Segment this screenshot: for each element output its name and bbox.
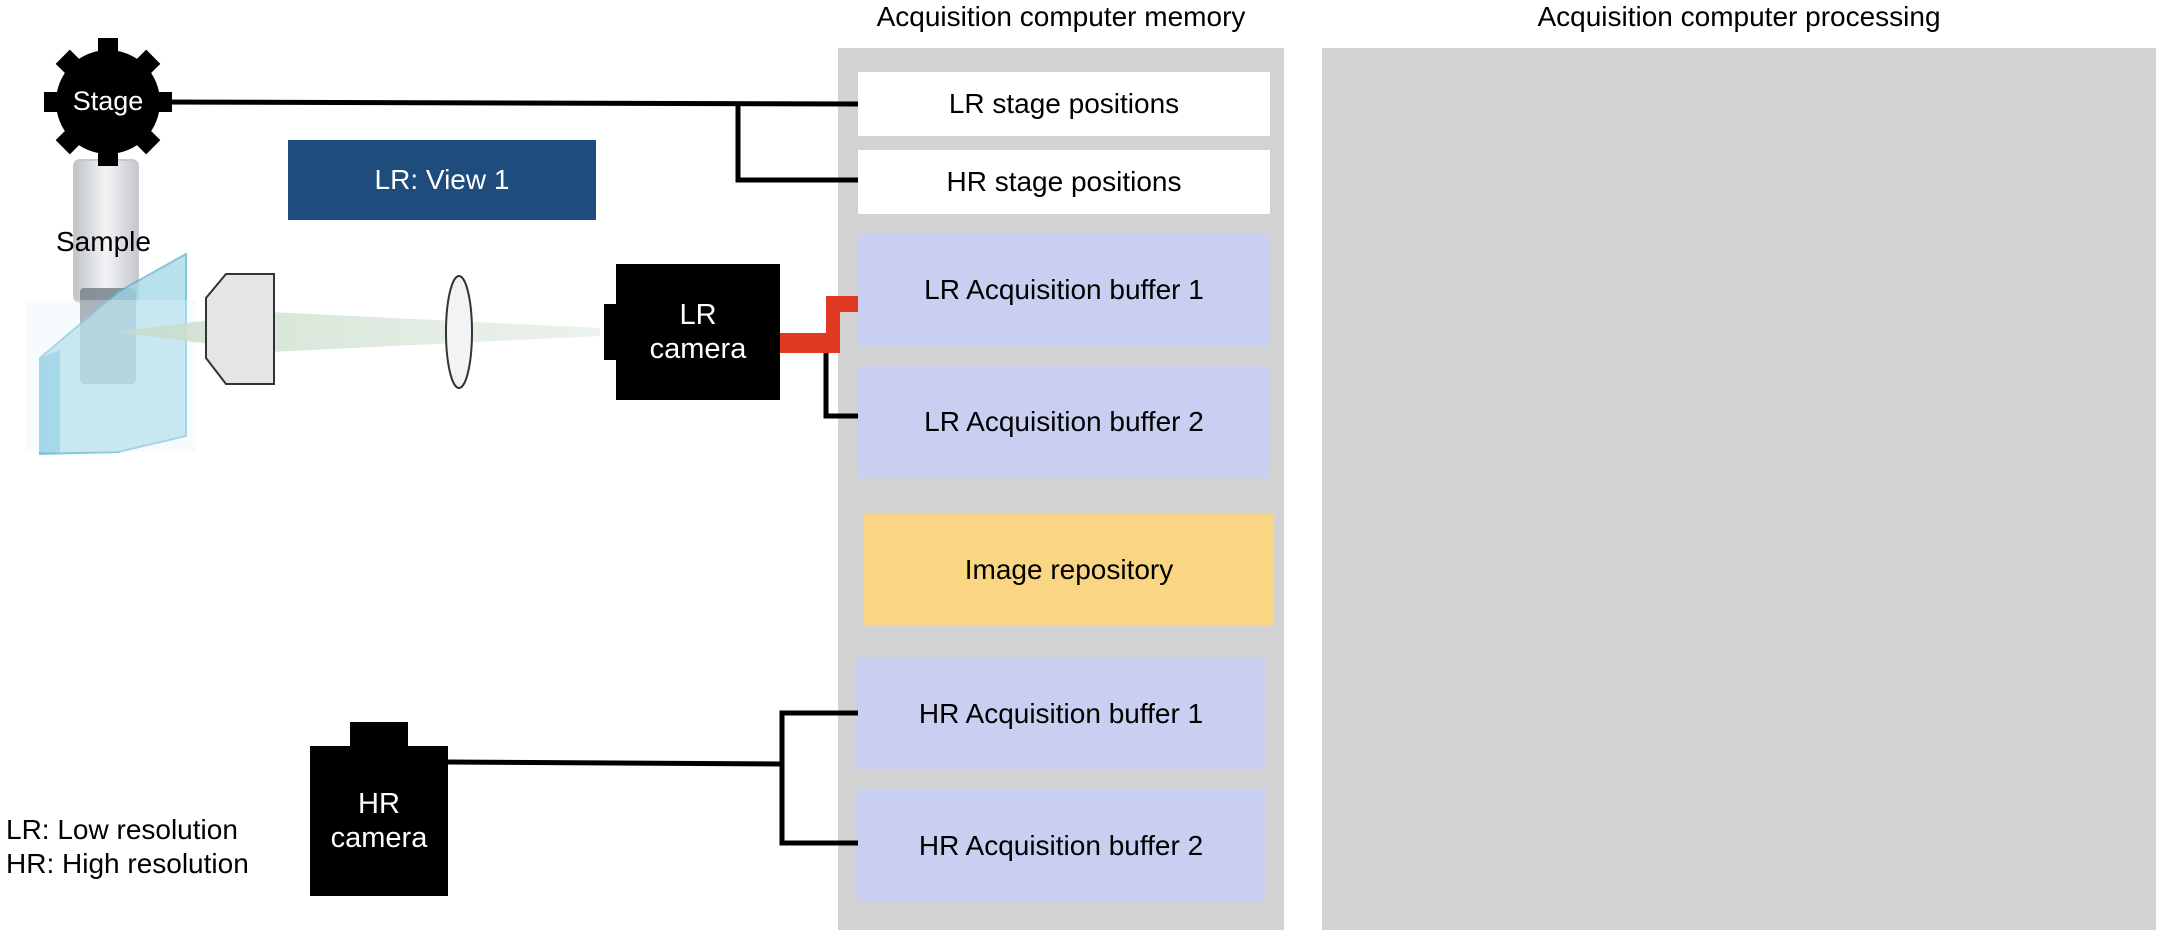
processing-panel <box>1322 48 2156 930</box>
lr-camera: LR camera <box>616 264 780 400</box>
stage-wires <box>149 99 859 183</box>
lr-acquisition-buffer-2: LR Acquisition buffer 2 <box>858 366 1270 478</box>
hr-camera-tab <box>350 722 408 748</box>
lr-view-badge: LR: View 1 <box>288 140 596 220</box>
lr-camera-wire-to-buffer-2 <box>823 345 858 419</box>
memory-column-title: Acquisition computer memory <box>876 1 1246 32</box>
lr-acquisition-buffer-1: LR Acquisition buffer 1 <box>858 234 1270 346</box>
sample-cuvette-icon <box>26 159 196 456</box>
hr-buffer-1-label: HR Acquisition buffer 1 <box>918 698 1204 729</box>
hr-buffer-2-label: HR Acquisition buffer 2 <box>918 830 1204 861</box>
stage-label: Stage <box>72 86 144 116</box>
hr-camera-wires <box>445 710 858 846</box>
legend-hr: HR: High resolution <box>6 848 249 879</box>
hr-camera: HR camera <box>310 746 448 896</box>
sample-label: Sample <box>56 226 151 257</box>
lr-buffer-1-label: LR Acquisition buffer 1 <box>924 274 1204 305</box>
gear-icon <box>44 38 172 166</box>
active-lr-connection <box>780 296 858 353</box>
processing-column-title: Acquisition computer processing <box>1537 1 1941 32</box>
focusing-lens-icon <box>445 275 473 389</box>
hr-stage-positions-box: HR stage positions <box>858 150 1270 214</box>
lr-buffer-2-label: LR Acquisition buffer 2 <box>924 406 1204 437</box>
lr-view-badge-label: LR: View 1 <box>374 164 510 195</box>
hr-acquisition-buffer-2: HR Acquisition buffer 2 <box>856 790 1266 902</box>
image-repository-box: Image repository <box>864 514 1274 626</box>
lr-stage-positions-box: LR stage positions <box>858 72 1270 136</box>
hr-stage-positions-label: HR stage positions <box>946 166 1182 197</box>
lr-stage-positions-label: LR stage positions <box>948 88 1180 119</box>
image-repository-label: Image repository <box>964 554 1174 585</box>
lr-camera-tab <box>604 304 618 360</box>
objective-lens-icon <box>205 273 275 385</box>
hr-acquisition-buffer-1: HR Acquisition buffer 1 <box>856 658 1266 770</box>
legend-lr: LR: Low resolution <box>6 814 238 845</box>
